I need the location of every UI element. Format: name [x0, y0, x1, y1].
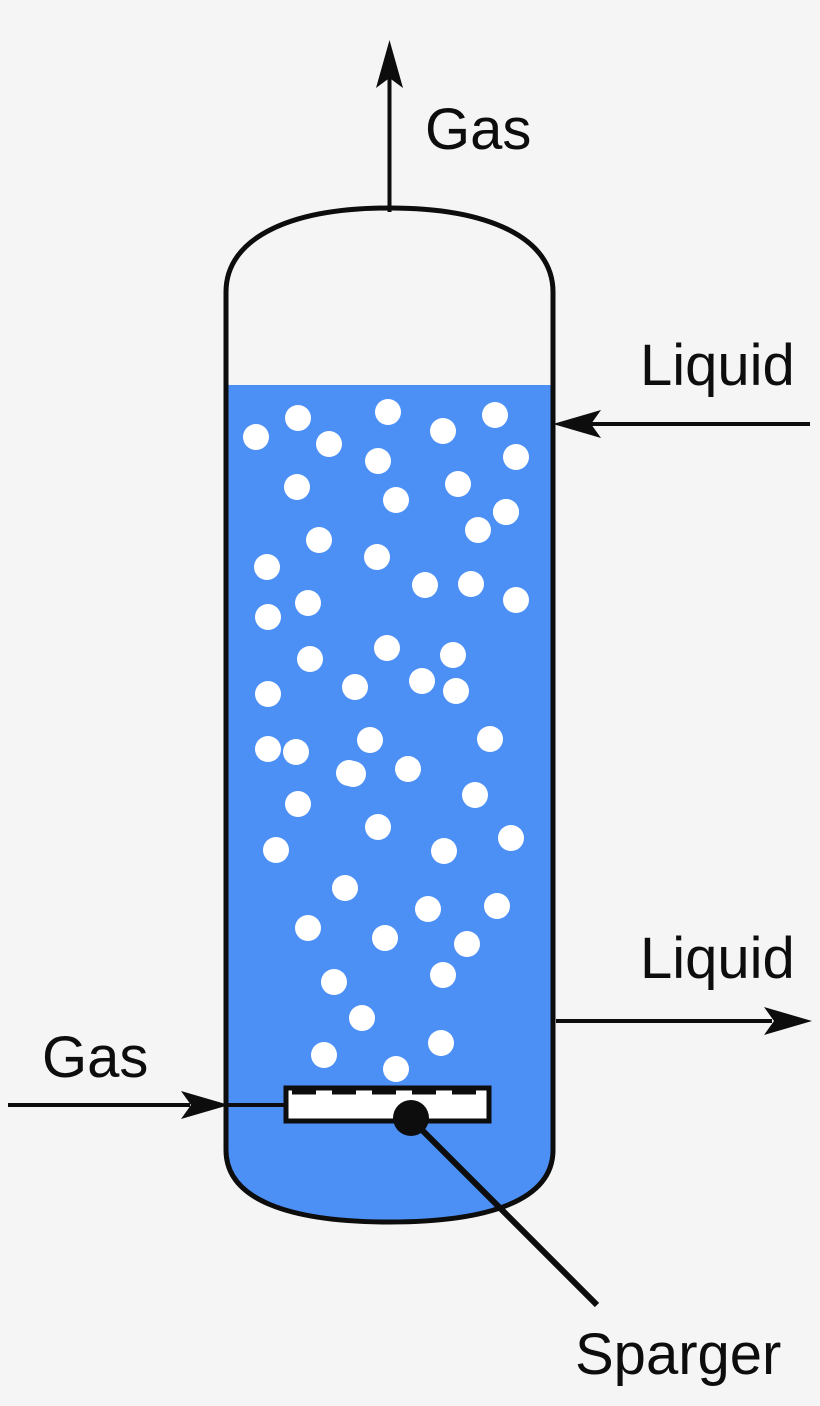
gas-bubble	[321, 969, 347, 995]
gas-bubble	[383, 1056, 409, 1082]
gas-bubble	[503, 587, 529, 613]
gas-bubble	[477, 726, 503, 752]
gas-bubble	[254, 554, 280, 580]
gas-bubble	[316, 431, 342, 457]
gas-bubble	[440, 642, 466, 668]
gas-bubble	[428, 1030, 454, 1056]
vessel-outline	[223, 205, 556, 1225]
gas-bubble	[412, 572, 438, 598]
liquid-inlet-stream: Liquid	[553, 333, 810, 438]
liquid-body	[226, 385, 553, 1222]
gas-bubble	[349, 1005, 375, 1031]
gas-bubble	[482, 402, 508, 428]
gas-bubble	[283, 739, 309, 765]
gas-bubble	[465, 517, 491, 543]
gas-bubble	[431, 838, 457, 864]
gas-bubble	[342, 674, 368, 700]
gas-bubble	[295, 590, 321, 616]
gas-bubble	[430, 418, 456, 444]
gas-bubble	[454, 931, 480, 957]
gas-bubble	[357, 727, 383, 753]
gas-bubble	[365, 448, 391, 474]
liquid-inlet-label: Liquid	[640, 333, 795, 398]
gas-outlet-stream: Gas	[376, 40, 531, 212]
gas-bubble	[255, 736, 281, 762]
gas-inlet-stream: Gas	[8, 1025, 288, 1119]
liquid-outlet-arrowhead	[764, 1007, 812, 1035]
sparger-leader-line	[409, 1117, 600, 1308]
gas-bubble	[445, 471, 471, 497]
gas-bubble	[462, 782, 488, 808]
gas-bubble	[458, 571, 484, 597]
vessel	[223, 205, 556, 1225]
sparger-leader-dot	[393, 1100, 429, 1136]
gas-bubble	[306, 527, 332, 553]
gas-bubbles-group	[243, 399, 529, 1082]
liquid-fill	[226, 385, 553, 1222]
gas-bubble	[340, 761, 366, 787]
gas-bubble	[332, 875, 358, 901]
gas-bubble	[409, 668, 435, 694]
gas-bubble	[255, 681, 281, 707]
gas-outlet-label: Gas	[425, 97, 531, 162]
gas-outlet-arrowhead	[376, 40, 403, 88]
gas-bubble	[295, 915, 321, 941]
gas-inlet-label: Gas	[42, 1025, 148, 1090]
gas-bubble	[263, 837, 289, 863]
gas-bubble	[297, 646, 323, 672]
sparger-callout: Sparger	[393, 1100, 781, 1387]
gas-bubble	[284, 474, 310, 500]
gas-bubble	[484, 893, 510, 919]
gas-bubble	[285, 791, 311, 817]
gas-bubble	[311, 1042, 337, 1068]
gas-bubble	[383, 487, 409, 513]
gas-bubble	[415, 896, 441, 922]
gas-bubble	[375, 399, 401, 425]
gas-bubble	[374, 635, 400, 661]
gas-bubble	[255, 604, 281, 630]
gas-bubble	[364, 544, 390, 570]
gas-bubble	[443, 678, 469, 704]
gas-bubble	[503, 444, 529, 470]
sparger-assembly[interactable]	[283, 1085, 492, 1124]
liquid-outlet-label: Liquid	[640, 926, 795, 991]
liquid-outlet-stream: Liquid	[556, 926, 812, 1035]
gas-bubble	[395, 756, 421, 782]
gas-bubble	[498, 825, 524, 851]
gas-bubble	[365, 814, 391, 840]
gas-bubble	[493, 499, 519, 525]
gas-bubble	[372, 925, 398, 951]
gas-bubble	[243, 424, 269, 450]
sparger-label: Sparger	[575, 1322, 781, 1387]
liquid-inlet-arrowhead	[553, 410, 601, 438]
gas-inlet-arrowhead	[181, 1091, 229, 1119]
gas-bubble	[430, 962, 456, 988]
gas-bubble	[285, 405, 311, 431]
